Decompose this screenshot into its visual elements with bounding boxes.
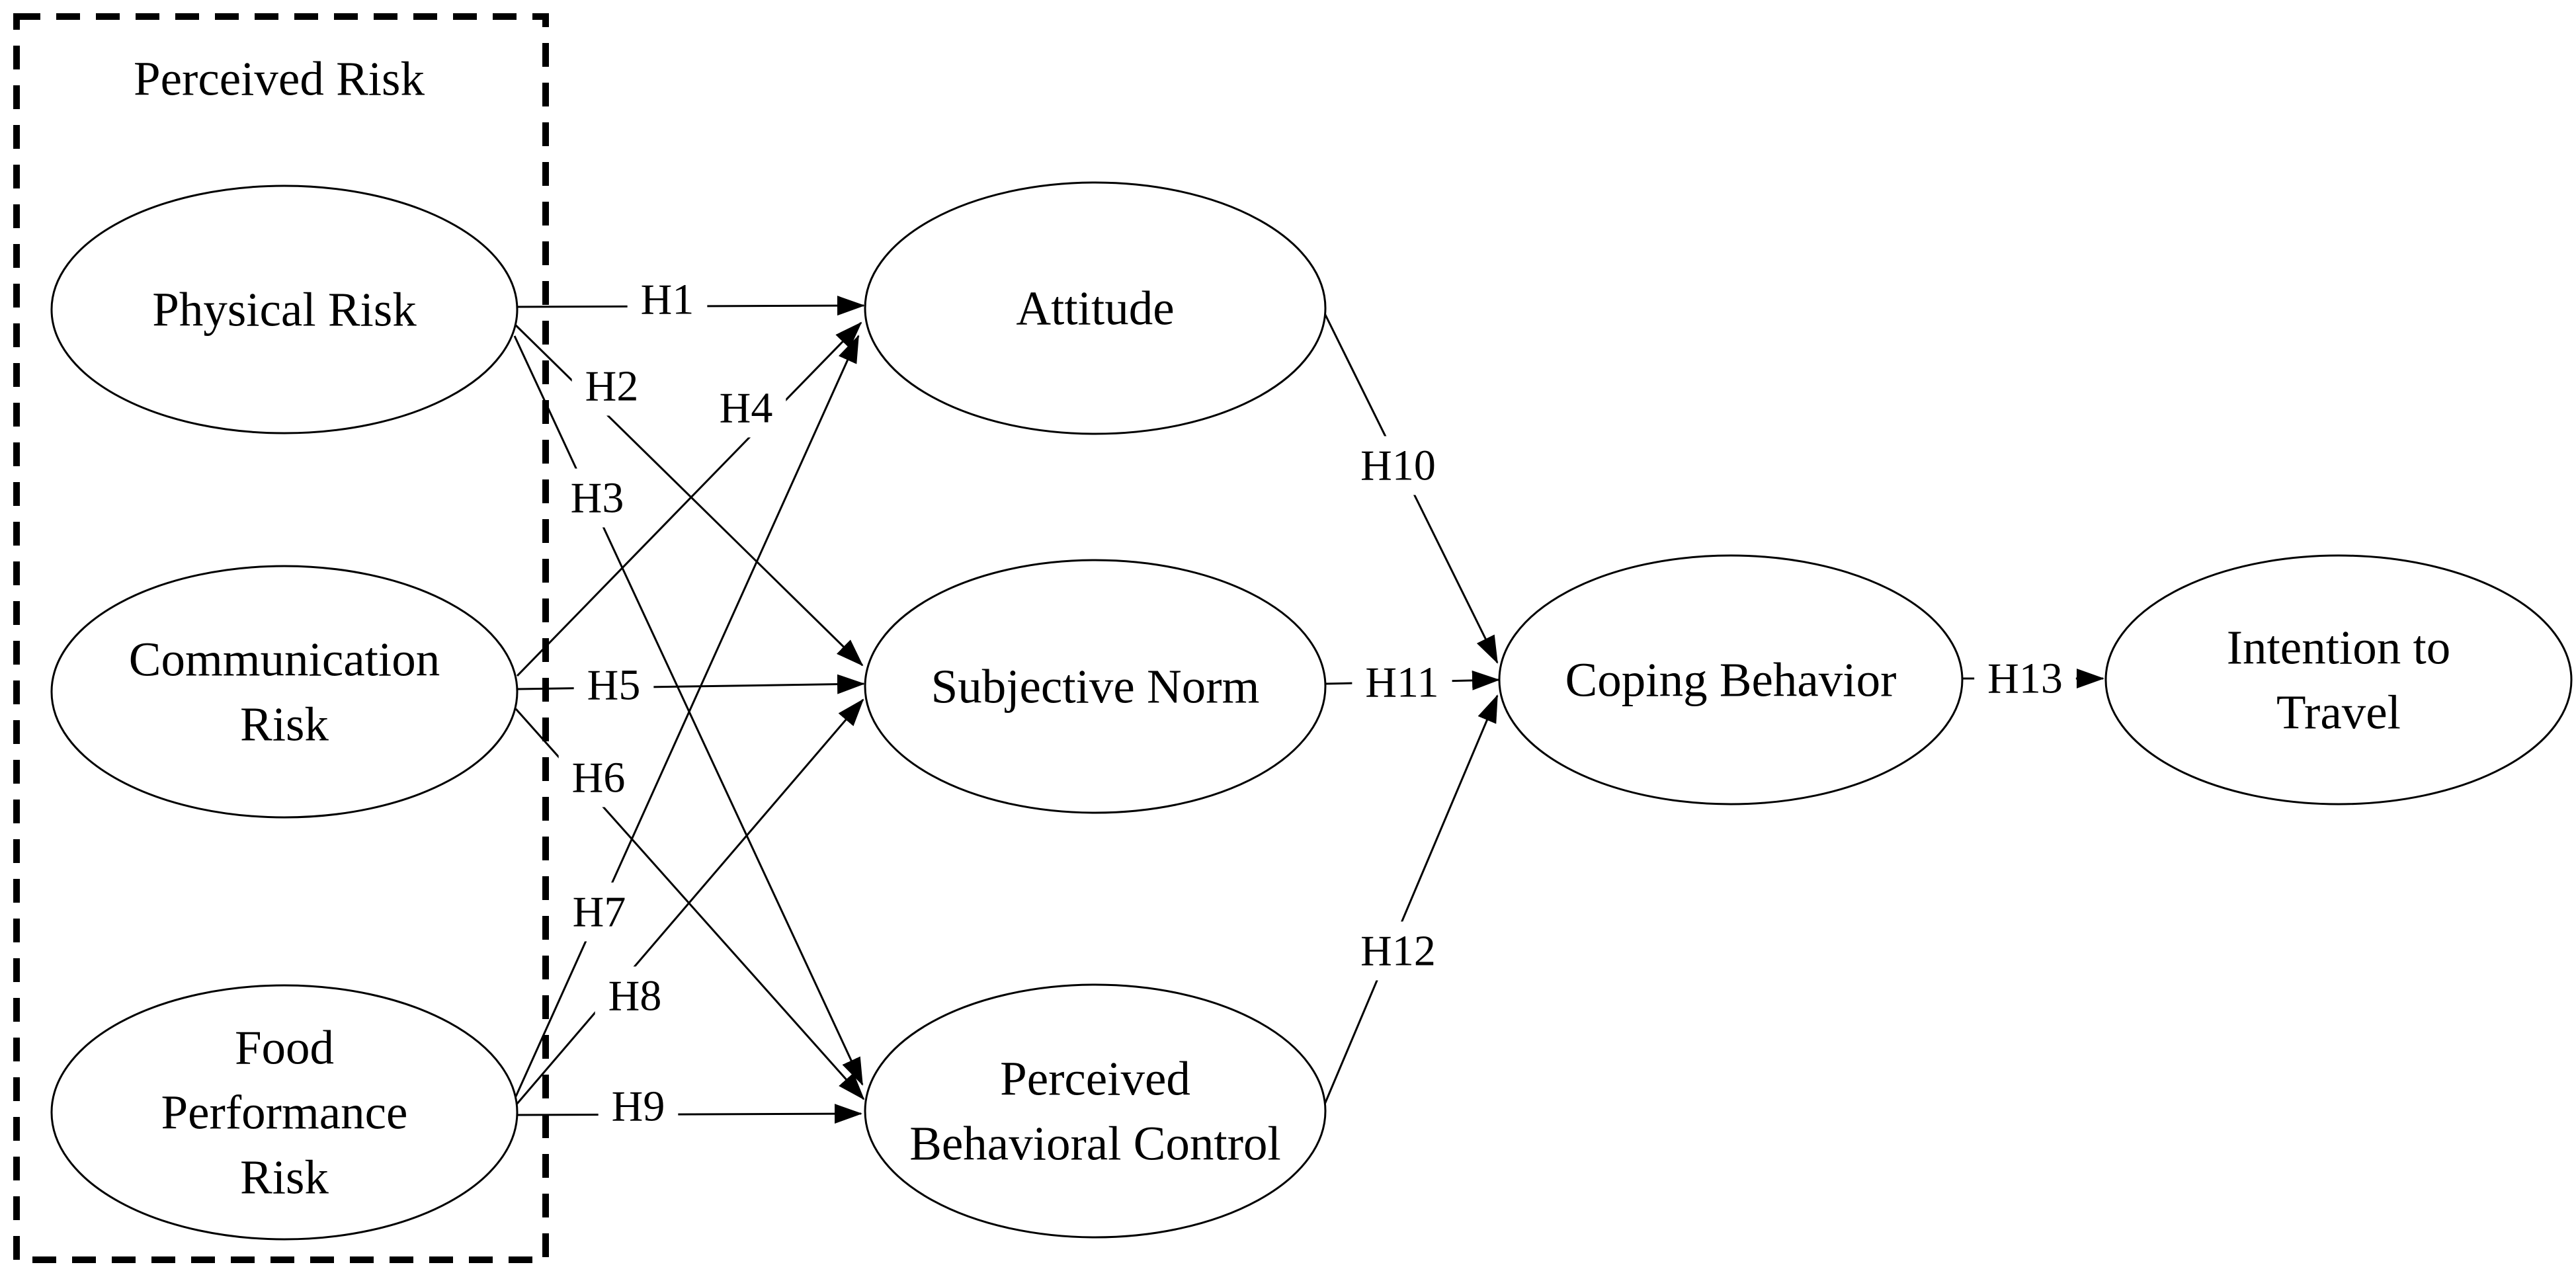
- node-ellipse-communication-risk: [50, 565, 519, 819]
- arrow-h12: [1323, 694, 1499, 1106]
- arrow-label-bg-h13: [1974, 649, 2076, 708]
- node-ellipse-coping-behavior: [1498, 554, 1964, 805]
- arrow-h4: [516, 321, 862, 677]
- arrow-h3: [513, 335, 864, 1086]
- arrow-h9: [517, 1104, 862, 1124]
- arrow-label-bg-h10: [1347, 436, 1449, 495]
- arrow-label-bg-h11: [1352, 653, 1452, 712]
- arrow-label-h2: H2: [585, 362, 639, 411]
- node-label-subjective-norm: Subjective Norm: [931, 660, 1260, 714]
- node-label-physical-risk: Physical Risk: [152, 283, 417, 337]
- arrow-label-h9: H9: [612, 1083, 665, 1131]
- arrow-h8: [515, 698, 864, 1105]
- arrow-label-bg-h4: [706, 378, 786, 438]
- arrow-label-h12: H12: [1360, 927, 1436, 975]
- arrow-label-h10: H10: [1360, 442, 1436, 490]
- node-label-coping-behavior: Coping Behavior: [1565, 653, 1897, 707]
- arrow-h7: [515, 335, 860, 1097]
- arrow-label-bg-h12: [1347, 921, 1449, 981]
- hypothesis-h1: H1: [627, 270, 708, 329]
- node-coping-behavior: Coping Behavior: [1498, 554, 1964, 805]
- arrow-label-h1: H1: [641, 276, 694, 324]
- arrow-label-bg-h9: [598, 1077, 679, 1136]
- hypothesis-h4: H4: [706, 378, 786, 438]
- arrow-label-bg-h6: [558, 748, 639, 807]
- hypothesis-h13: H13: [1974, 649, 2076, 708]
- node-attitude: Attitude: [864, 181, 1327, 435]
- perceived-risk-box-label: Perceived Risk: [134, 52, 425, 106]
- node-ellipse-perceived-behavioral-control: [864, 983, 1327, 1239]
- arrow-label-bg-h5: [573, 655, 654, 715]
- hypothesis-h6: H6: [558, 748, 639, 807]
- node-ellipse-intention-to-travel: [2104, 554, 2573, 805]
- node-ellipse-physical-risk: [50, 185, 519, 434]
- node-label-attitude: Attitude: [1016, 282, 1174, 335]
- hypothesis-h8: H8: [595, 966, 675, 1026]
- node-subjective-norm: Subjective Norm: [864, 559, 1327, 814]
- hypothesis-h12: H12: [1347, 921, 1449, 981]
- hypothesis-h2: H2: [571, 356, 652, 416]
- arrow-label-h7: H7: [573, 888, 626, 936]
- arrow-label-h4: H4: [720, 384, 773, 432]
- arrow-label-h6: H6: [572, 754, 626, 802]
- arrow-label-bg-h1: [627, 270, 708, 329]
- node-ellipse-food-performance-risk: [50, 984, 519, 1241]
- arrow-label-bg-h7: [559, 882, 640, 942]
- node-ellipse-attitude: [864, 181, 1327, 435]
- hypothesis-h7: H7: [559, 882, 640, 942]
- hypothesis-h10: H10: [1347, 436, 1449, 495]
- arrow-label-h13: H13: [1987, 655, 2063, 703]
- node-physical-risk: Physical Risk: [50, 185, 519, 434]
- node-ellipse-subjective-norm: [864, 559, 1327, 814]
- arrow-label-bg-h3: [557, 468, 638, 528]
- arrow-label-h8: H8: [608, 972, 662, 1020]
- arrow-label-h11: H11: [1365, 659, 1438, 707]
- arrow-label-bg-h8: [595, 966, 675, 1026]
- arrow-label-bg-h2: [571, 356, 652, 416]
- arrow-label-h5: H5: [587, 661, 641, 710]
- hypothesis-h3: H3: [557, 468, 638, 528]
- hypothesis-h5: H5: [573, 655, 654, 715]
- perceived-risk-box: [13, 13, 549, 1263]
- arrow-label-h3: H3: [571, 474, 624, 522]
- hypothesis-h11: H11: [1352, 653, 1452, 712]
- hypothesis-h9: H9: [598, 1077, 679, 1136]
